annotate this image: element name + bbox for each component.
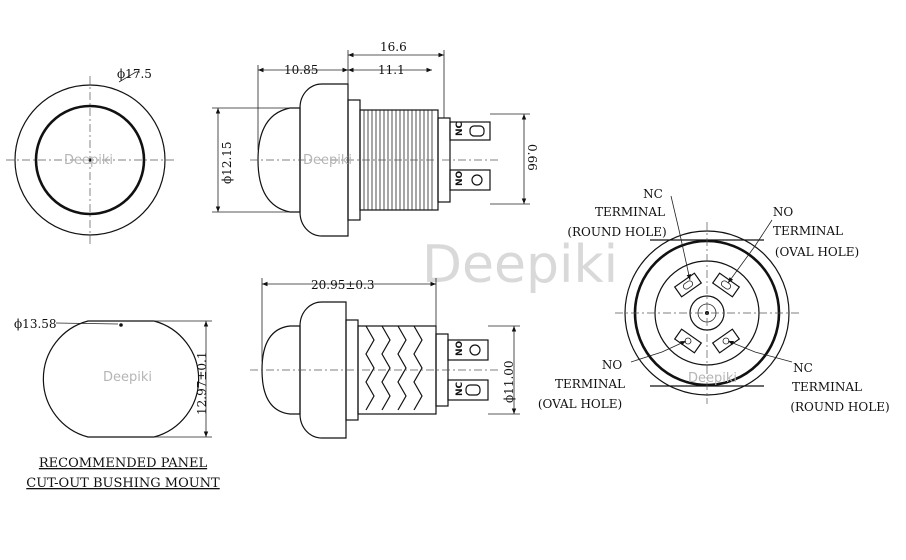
dimension-thread-diameter: ϕ11.00 (502, 360, 516, 403)
thread-zigzag-bottom (365, 325, 423, 411)
watermark-front: Deepiki (64, 153, 113, 168)
front-outer-circle (14, 84, 166, 236)
label-no-oval-top-1: NO (773, 205, 794, 219)
label-nc-round-top-3: (ROUND HOLE) (567, 225, 666, 239)
dimension-body-length: 11.1 (378, 63, 405, 77)
front-view: ϕ17.5 Deepiki (6, 67, 174, 244)
terminal-mark-nc: NC (455, 121, 465, 136)
front-diameter-label: ϕ17.5 (117, 67, 152, 81)
watermark-center: Deepiki (422, 235, 618, 295)
label-no-oval-bottom-1: NO (602, 358, 623, 372)
dimension-cap-height: ϕ12.15 (220, 141, 234, 184)
label-no-oval-bottom-3: (OVAL HOLE) (538, 397, 622, 411)
label-nc-round-bottom-1: NC (793, 361, 813, 375)
dimension-terminal-span: 0.66 (525, 144, 539, 171)
label-no-oval-top-3: (OVAL HOLE) (775, 245, 859, 259)
label-nc-round-top-2: TERMINAL (595, 205, 665, 219)
side-view-bottom: NO NC 20.95±0.3 ϕ11.00 (250, 278, 520, 439)
label-nc-round-bottom-2: TERMINAL (792, 380, 862, 394)
dimension-side-length: 20.95±0.3 (311, 278, 375, 292)
panel-cutout: ϕ13.58 12.97±0.1 Deepiki RECOMMENDED PAN… (14, 317, 220, 491)
watermark-panel: Deepiki (103, 370, 152, 385)
label-nc-round-top-1: NC (643, 187, 663, 201)
panel-note-line-1: RECOMMENDED PANEL (39, 456, 208, 471)
dimension-cap-length: 10.85 (284, 63, 318, 77)
rear-view: Deepiki NC TERMINAL (ROUND HOLE) NO TERM… (538, 187, 890, 414)
terminal-mark-no: NO (455, 170, 465, 186)
front-inner-ring (34, 104, 146, 216)
terminal-mark-nc-bottom: NC (455, 381, 465, 396)
label-nc-round-bottom-3: (ROUND HOLE) (790, 400, 889, 414)
dimension-total-length: 16.6 (380, 40, 407, 54)
watermark-side-top: Deepiki (303, 153, 352, 168)
panel-note-line-2: CUT-OUT BUSHING MOUNT (26, 476, 220, 491)
terminal-mark-no-bottom: NO (455, 340, 465, 356)
watermark-rear: Deepiki (688, 371, 737, 386)
label-no-oval-top-2: TERMINAL (773, 224, 843, 238)
panel-diameter-label: ϕ13.58 (14, 317, 57, 331)
side-view-top: NC NO Deepiki 16.6 10.85 11.1 ϕ12.15 0.6… (212, 40, 539, 237)
panel-flat-dimension: 12.97±0.1 (195, 352, 209, 416)
label-no-oval-bottom-2: TERMINAL (555, 377, 625, 391)
